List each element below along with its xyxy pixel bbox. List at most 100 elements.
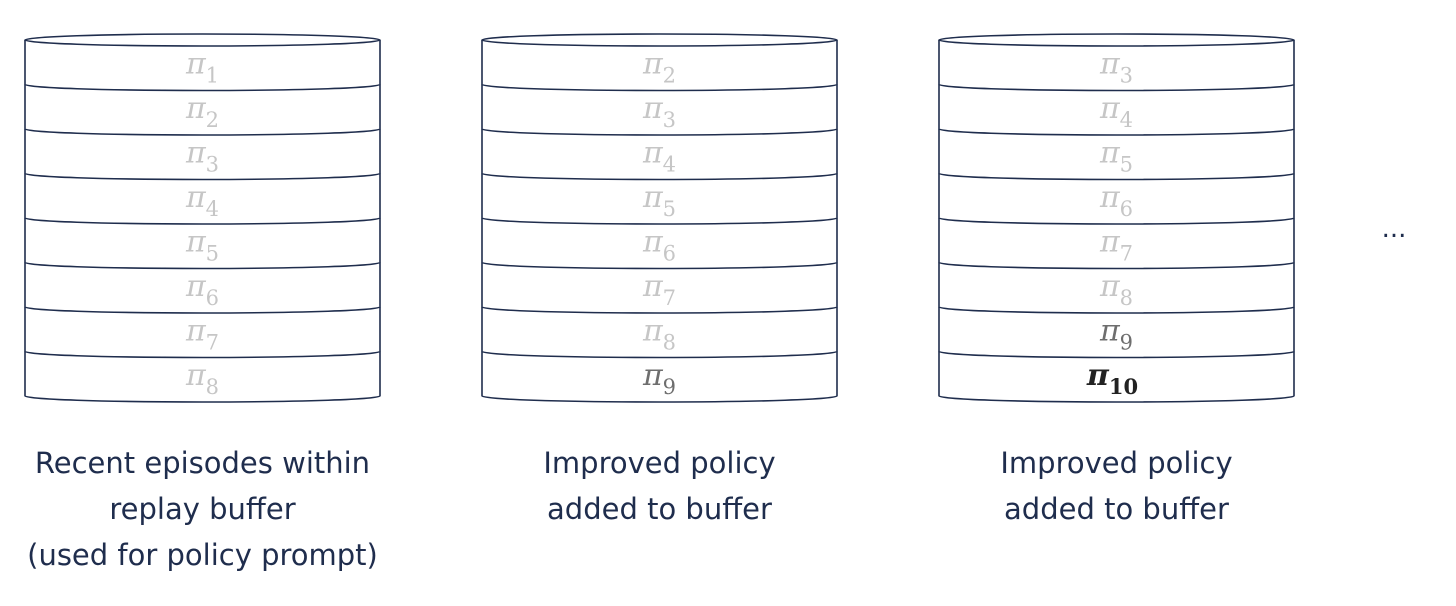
policy-slot-label: π3 <box>642 91 676 132</box>
policy-symbol: π <box>185 358 207 393</box>
policy-index: 7 <box>206 330 219 354</box>
slot-divider <box>24 217 381 225</box>
policy-symbol: π <box>642 269 664 304</box>
cylinder-top <box>481 33 838 47</box>
policy-index: 3 <box>206 152 219 176</box>
slot-divider <box>481 128 838 136</box>
policy-index: 7 <box>1120 241 1133 265</box>
policy-slot-label: π7 <box>1099 224 1133 265</box>
slot-divider <box>24 350 381 359</box>
policy-symbol: π <box>642 180 664 215</box>
policy-symbol: π <box>1099 91 1121 126</box>
slot-divider <box>481 306 838 314</box>
policy-index: 3 <box>1120 63 1133 87</box>
policy-index: 9 <box>663 375 676 399</box>
policy-slot-label: π6 <box>185 269 219 310</box>
policy-symbol: π <box>185 224 207 259</box>
slot-divider <box>938 306 1295 314</box>
policy-slot-label: π6 <box>642 224 676 265</box>
policy-slot-label: π5 <box>642 180 676 221</box>
policy-slot-label: π5 <box>1099 135 1133 176</box>
policy-index: 6 <box>663 241 676 265</box>
caption-line: (used for policy prompt) <box>27 538 378 572</box>
policy-index: 8 <box>206 375 219 399</box>
slot-divider <box>938 217 1295 225</box>
policy-index: 6 <box>1120 197 1133 221</box>
policy-slot-label: π8 <box>642 313 676 354</box>
policy-symbol: π <box>1086 358 1110 393</box>
policy-symbol: π <box>642 46 664 81</box>
policy-slot-label: π4 <box>642 135 676 176</box>
policy-symbol: π <box>185 91 207 126</box>
slot-divider <box>481 172 838 181</box>
policy-slot-label: π9 <box>642 358 676 399</box>
slot-divider <box>938 83 1295 92</box>
policy-index: 4 <box>1120 108 1133 132</box>
caption-line: Improved policy <box>1000 446 1232 480</box>
buffer-caption: Improved policy added to buffer <box>1000 446 1232 526</box>
slot-divider <box>481 217 838 225</box>
policy-slot-label: π6 <box>1099 180 1133 221</box>
policy-symbol: π <box>1099 135 1121 170</box>
cylinder-top <box>938 33 1295 47</box>
policy-slot-label: π10 <box>1086 358 1138 399</box>
policy-slot-label: π8 <box>1099 269 1133 310</box>
slot-divider <box>481 261 838 270</box>
policy-slot-label: π7 <box>642 269 676 310</box>
cylinder-top <box>24 33 381 47</box>
policy-slot-label: π2 <box>642 46 676 87</box>
policy-index: 4 <box>663 152 676 176</box>
policy-slot-label: π4 <box>1099 91 1133 132</box>
policy-slot-label: π7 <box>185 313 219 354</box>
policy-symbol: π <box>1099 269 1121 304</box>
policy-slot-label: π3 <box>185 135 219 176</box>
slot-divider <box>938 261 1295 270</box>
policy-index: 8 <box>663 330 676 354</box>
slot-divider <box>24 172 381 181</box>
policy-symbol: π <box>642 358 664 393</box>
policy-slot-label: π2 <box>185 91 219 132</box>
policy-slot-label: π8 <box>185 358 219 399</box>
slot-divider <box>24 128 381 136</box>
caption-line: replay buffer <box>109 492 295 526</box>
caption-line: added to buffer <box>547 492 772 526</box>
policy-slot-label: π3 <box>1099 46 1133 87</box>
slot-divider <box>938 350 1295 359</box>
policy-symbol: π <box>642 313 664 348</box>
policy-symbol: π <box>185 135 207 170</box>
caption-line: Recent episodes within <box>35 446 370 480</box>
policy-index: 8 <box>1120 286 1133 310</box>
policy-index: 6 <box>206 286 219 310</box>
policy-slot-label: π9 <box>1099 313 1133 354</box>
policy-symbol: π <box>185 46 207 81</box>
policy-index: 5 <box>1120 152 1133 176</box>
slot-divider <box>481 83 838 92</box>
slot-divider <box>24 261 381 270</box>
policy-index: 2 <box>206 108 219 132</box>
policy-slot-label: π4 <box>185 180 219 221</box>
slot-divider <box>24 83 381 92</box>
policy-symbol: π <box>1099 180 1121 215</box>
buffer-caption: Recent episodes within replay buffer (used… <box>27 446 378 572</box>
policy-symbol: π <box>1099 313 1121 348</box>
policy-slot-label: π1 <box>185 46 219 87</box>
policy-symbol: π <box>185 180 207 215</box>
slot-divider <box>938 128 1295 136</box>
policy-index: 2 <box>663 63 676 87</box>
caption-line: added to buffer <box>1004 492 1229 526</box>
slot-divider <box>24 306 381 314</box>
policy-index: 10 <box>1109 374 1138 399</box>
policy-index: 9 <box>1120 330 1133 354</box>
policy-index: 5 <box>663 197 676 221</box>
slot-divider <box>938 172 1295 181</box>
policy-index: 4 <box>206 197 219 221</box>
policy-symbol: π <box>642 135 664 170</box>
policy-index: 3 <box>663 108 676 132</box>
policy-index: 5 <box>206 241 219 265</box>
policy-symbol: π <box>185 269 207 304</box>
policy-symbol: π <box>642 91 664 126</box>
